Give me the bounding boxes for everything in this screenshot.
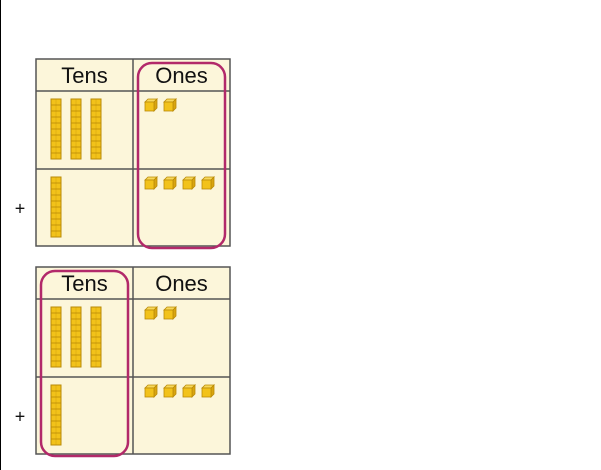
unit-cube-icon: [163, 384, 177, 398]
header-tens: Tens: [61, 63, 107, 88]
left-edge-line: [0, 0, 1, 470]
header-ones: Ones: [155, 63, 208, 88]
tens-rod-icon: [70, 306, 82, 368]
tens-rod-icon: [90, 98, 102, 160]
unit-cube-icon: [201, 176, 215, 190]
unit-cube-icon: [201, 384, 215, 398]
tens-rod-icon: [50, 384, 62, 446]
place-value-chart-2: Tens Ones +: [15, 266, 231, 458]
highlight-outline-ones: [136, 61, 227, 250]
tens-rod-icon: [50, 176, 62, 238]
tens-rod-icon: [50, 306, 62, 368]
tens-rod-icon: [90, 306, 102, 368]
plus-sign: +: [15, 199, 26, 219]
highlight-outline-tens: [39, 269, 130, 458]
unit-cube-icon: [182, 176, 196, 190]
unit-cube-icon: [163, 176, 177, 190]
place-value-chart-1: Tens Ones +: [15, 58, 231, 250]
plus-sign: +: [15, 407, 26, 427]
unit-cube-icon: [144, 384, 158, 398]
header-ones: Ones: [155, 271, 208, 296]
unit-cube-icon: [182, 384, 196, 398]
unit-cube-icon: [163, 306, 177, 320]
unit-cube-icon: [163, 98, 177, 112]
unit-cube-icon: [144, 98, 158, 112]
unit-cube-icon: [144, 176, 158, 190]
unit-cube-icon: [144, 306, 158, 320]
tens-rod-icon: [70, 98, 82, 160]
tens-rod-icon: [50, 98, 62, 160]
header-tens: Tens: [61, 271, 107, 296]
